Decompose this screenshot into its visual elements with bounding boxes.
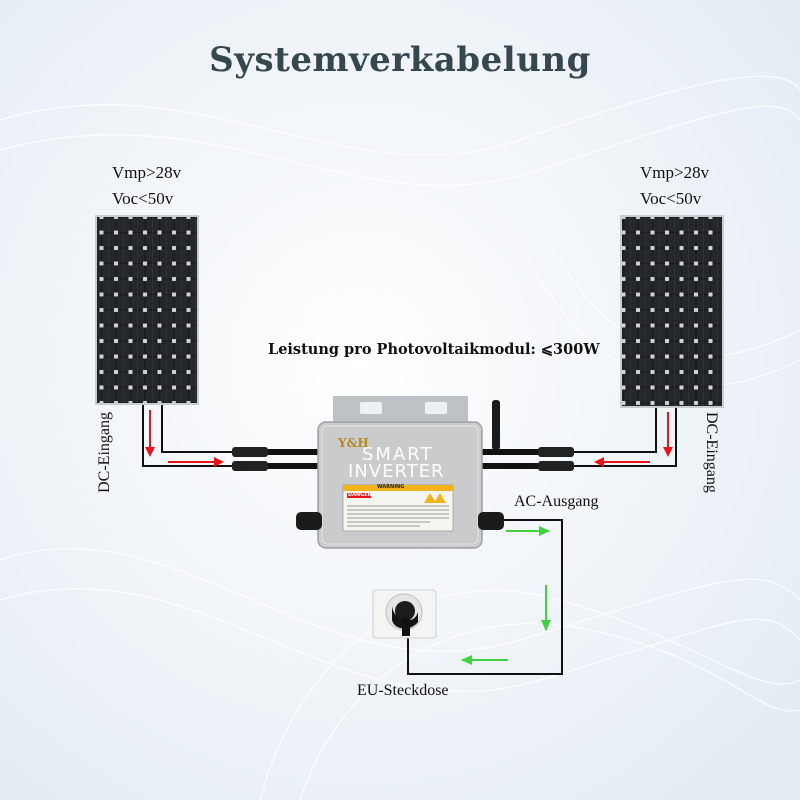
left-mc4-connectors [232, 447, 318, 471]
ac-output-wiring [407, 519, 563, 675]
power-note: Leistung pro Photovoltaikmodul: ⩽300W [268, 341, 600, 358]
right-dc-input-label: DC-Eingang [703, 412, 720, 493]
left-dc-input-label: DC-Eingang [96, 412, 113, 493]
left-vmp-spec: Vmp>28v [112, 163, 182, 182]
right-vmp-spec: Vmp>28v [640, 163, 710, 182]
micro-inverter [296, 396, 504, 549]
socket-label: EU-Steckdose [357, 682, 449, 699]
right-mc4-connectors [482, 447, 574, 471]
right-solar-panel [620, 215, 724, 408]
inverter-line2: INVERTER [348, 461, 445, 482]
left-voc-spec: Voc<50v [112, 189, 174, 208]
inverter-brand: Y&H [338, 436, 369, 450]
inverter-warning-header: WARNING [377, 484, 405, 490]
left-solar-panel [95, 215, 199, 405]
antenna [492, 400, 500, 450]
ac-output-label: AC-Ausgang [514, 493, 599, 510]
eu-socket [372, 589, 437, 639]
page-title: Systemverkabelung [209, 40, 591, 80]
right-voc-spec: Voc<50v [640, 189, 702, 208]
inverter-danger-label: DANGER! [348, 492, 374, 498]
inverter-line1: SMART [362, 444, 434, 465]
left-dc-wiring [142, 405, 238, 467]
right-dc-wiring [572, 408, 677, 467]
